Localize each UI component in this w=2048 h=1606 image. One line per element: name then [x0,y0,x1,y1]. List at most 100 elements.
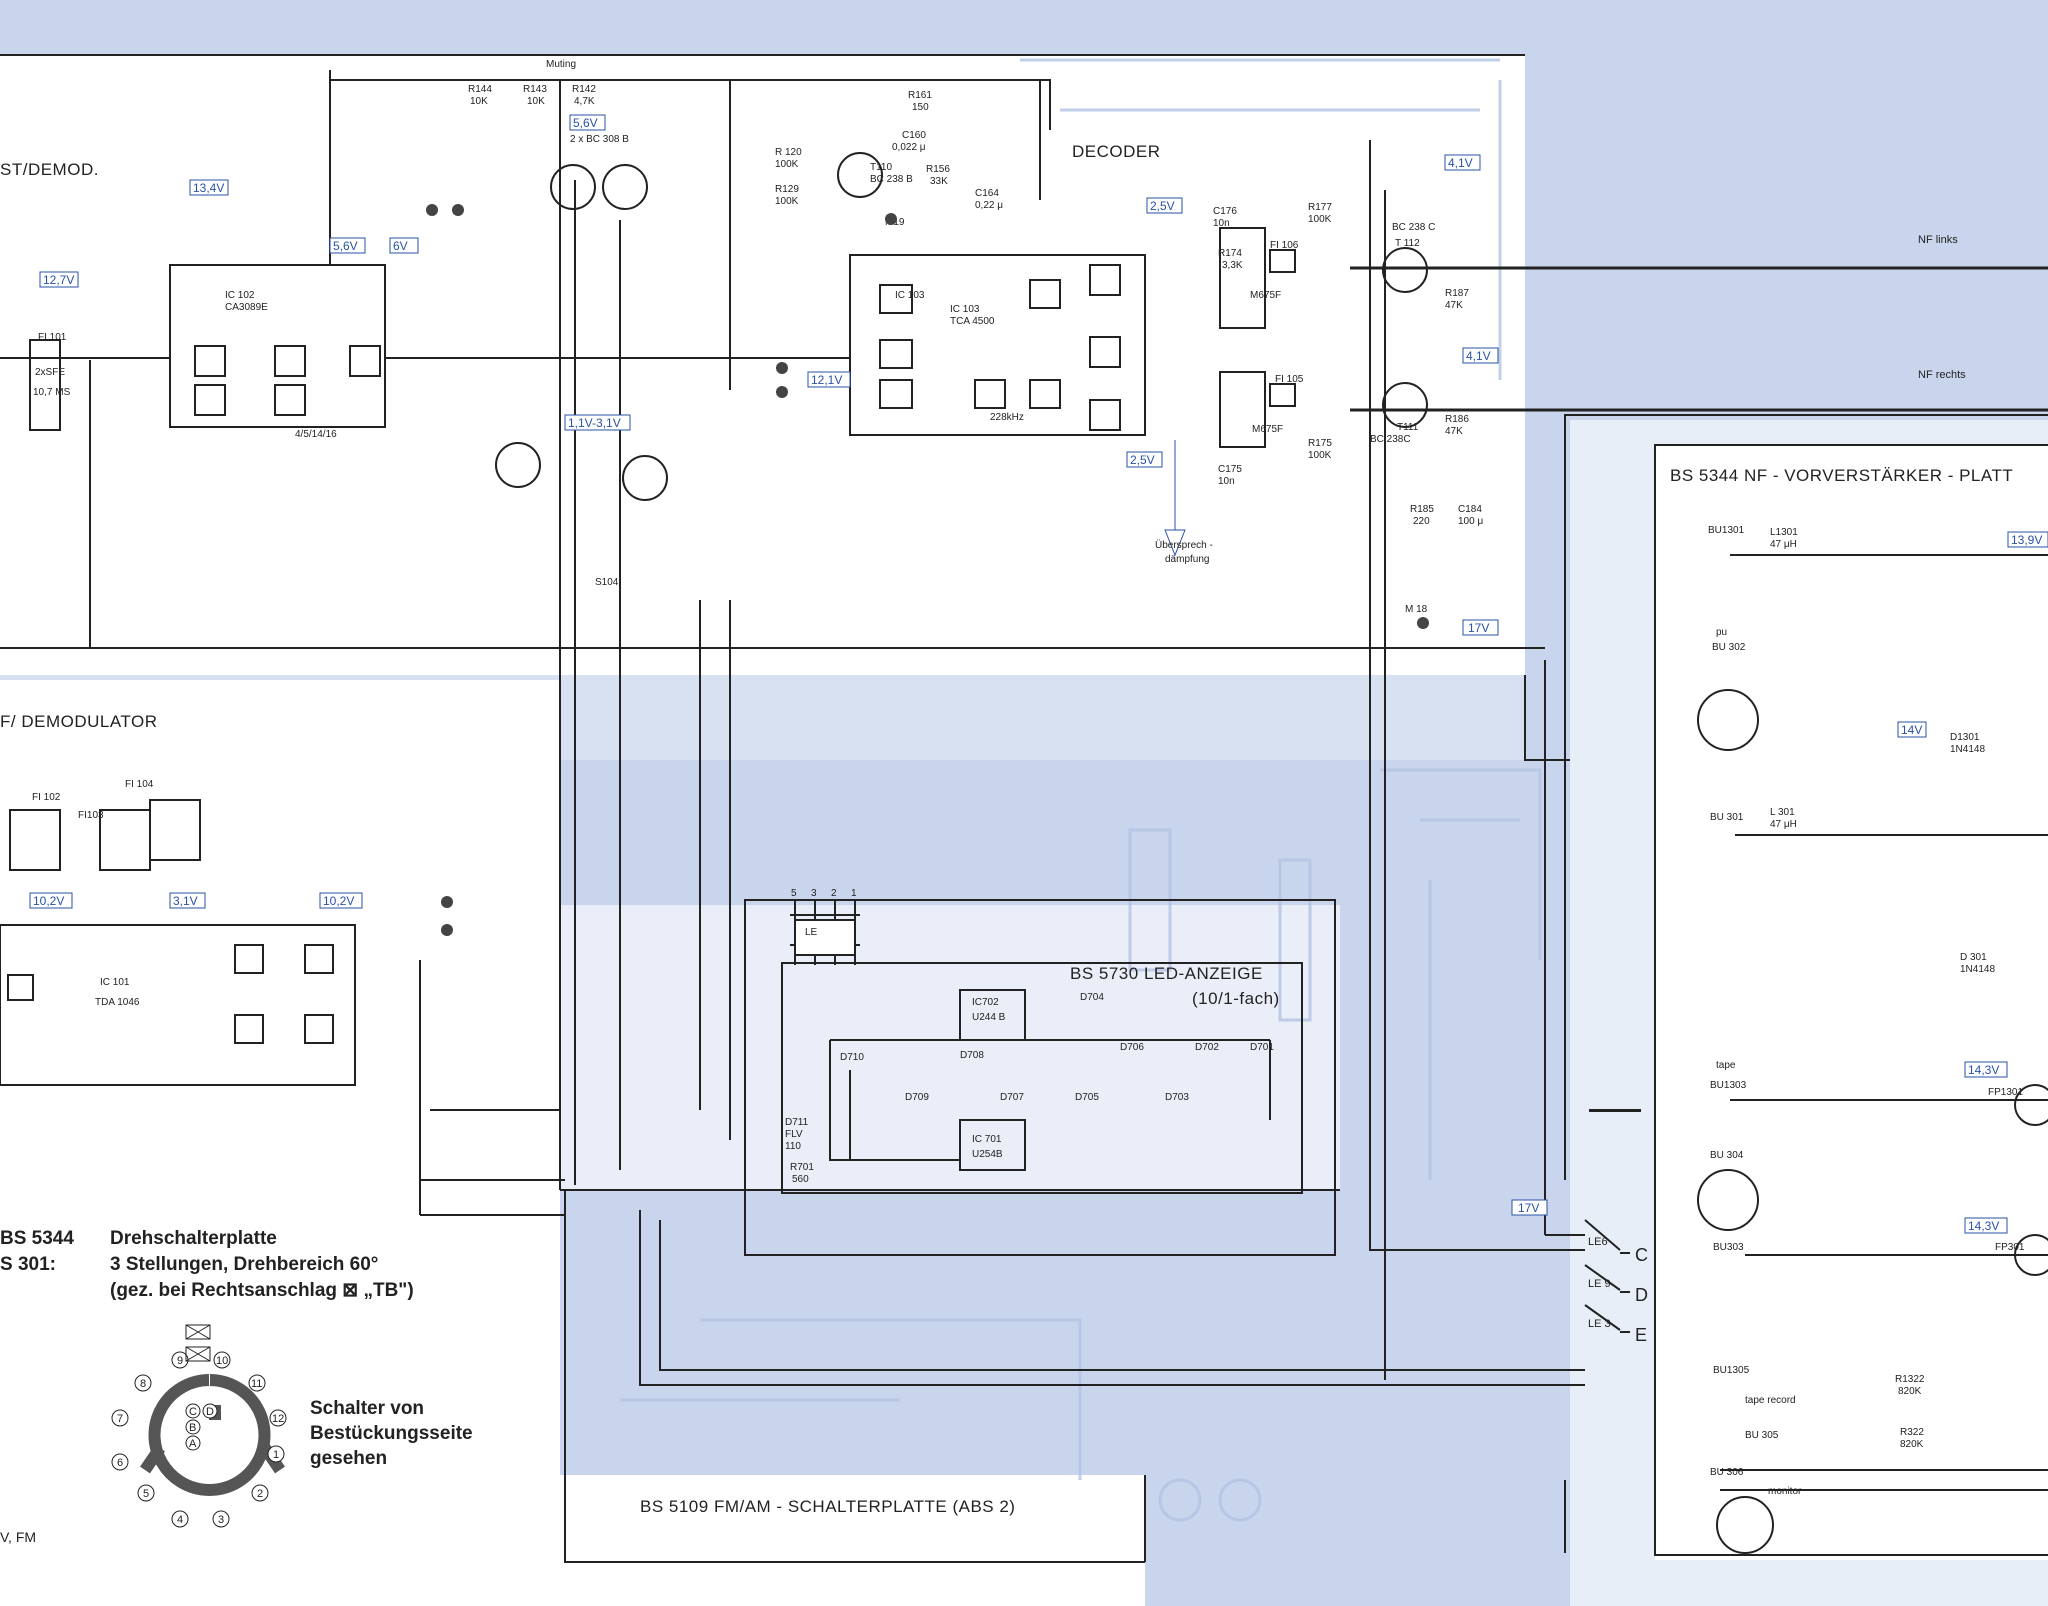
note-line-2: 3 Stellungen, Drehbereich 60° [110,1254,378,1275]
ic101-label: IC 101 [100,977,130,988]
le-pin-1: 1 [851,888,857,899]
r143-label: R143 [523,84,547,95]
dial-pos-8: 8 [140,1378,146,1390]
r120-value: 100K [775,159,799,170]
voltage-tag: 13,4V [193,181,224,195]
ic701-label: IC 701 [972,1134,1002,1145]
r322-label: R322 [1900,1427,1924,1438]
dial-pos-a: A [189,1438,197,1450]
voltage-tag: 5,6V [333,239,358,253]
voltage-tag: 13,9V [2011,533,2042,547]
m18-label: M 18 [1405,604,1428,615]
l301-label: L 301 [1770,807,1795,818]
t112-type: BC 238 C [1392,222,1435,233]
t111-type: BC 238C [1370,434,1411,445]
led-d706: D704 [1080,992,1104,1003]
dial-pos-2: 2 [257,1488,263,1500]
r177-label: R177 [1308,202,1332,213]
ic701-type: U254B [972,1149,1003,1160]
c164-value: 0,22 μ [975,200,1003,211]
t110-label: T110 [870,162,892,173]
t110-type: BC 238 B [870,174,913,185]
bu301-label: BU 301 [1710,812,1744,823]
component-labels: R144 10K R143 10K R142 4,7K Muting 2 x B… [32,59,2025,1497]
section-nf-vorverstaerker: BS 5344 NF - VORVERSTÄRKER - PLATT [1670,466,2013,485]
le3-label: LE 3 [1588,1318,1611,1330]
voltage-tag: 14,3V [1968,1219,1999,1233]
voltage-tag: 2,5V [1130,453,1155,467]
dial-pos-3: 3 [218,1514,224,1526]
dial-pos-11: 11 [251,1378,262,1390]
c160-value: 0,022 μ [892,142,926,153]
r144-label: R144 [468,84,492,95]
fi101-freq: 10,7 MS [33,387,71,398]
r185-value: 220 [1413,516,1430,527]
dial-pos-10: 10 [216,1355,228,1367]
switch-dial: 1 2 3 4 5 6 7 8 9 10 11 12 A B C D [111,1346,287,1528]
tape-record-label: tape record [1745,1395,1796,1406]
bu303-label: BU303 [1713,1242,1744,1253]
r185-label: R185 [1410,504,1434,515]
voltage-tag: 14,3V [1968,1063,1999,1077]
dial-pos-12: 12 [272,1413,284,1425]
r186-value: 47K [1445,426,1463,437]
dial-pos-b: B [189,1422,196,1434]
l301-value: 47 μH [1770,819,1797,830]
notes-sheet [0,1190,560,1606]
le6-label: LE6 [1588,1236,1608,1248]
l1301-label: L1301 [1770,527,1798,538]
voltage-tag: 5,6V [573,116,598,130]
c184-label: C184 [1458,504,1482,515]
ic702-type: U244 B [972,1012,1006,1023]
note-line-3: (gez. bei Rechtsanschlag ⊠ „TB") [110,1280,414,1301]
led-d707: D707 [1000,1092,1024,1103]
schalter-note-1: Schalter von [310,1398,424,1419]
le-label: LE [805,927,818,938]
r142-value: 4,7K [574,96,595,107]
bu306-label: BU 306 [1710,1467,1744,1478]
led-d701: D701 [1250,1042,1274,1053]
r161-label: R161 [908,90,932,101]
uebersprech-label-2: dämpfung [1165,554,1209,565]
voltage-tag: 14V [1901,723,1922,737]
muting-label: Muting [546,59,576,70]
led-d705: D705 [1075,1092,1099,1103]
output-c: C [1635,1245,1648,1265]
d1301-label: D1301 [1950,732,1980,743]
d1301-type: 1N4148 [1950,744,1985,755]
r177-value: 100K [1308,214,1332,225]
section-decoder: DECODER [1072,142,1161,161]
voltage-tag: 12,7V [43,273,74,287]
fi101-type: 2xSFE [35,367,65,378]
voltage-tag: 6V [393,239,408,253]
note-code-2: S 301: [0,1254,56,1275]
r322-value: 820K [1900,1439,1924,1450]
bu1301-label: BU1301 [1708,525,1745,536]
t112-id: T 112 [1395,238,1420,249]
section-schalterplatte: BS 5109 FM/AM - SCHALTERPLATTE (ABS 2) [640,1497,1015,1516]
led-d708: D708 [960,1050,984,1061]
led-d710: D710 [840,1052,864,1063]
m675f-label: M675F [1250,290,1281,301]
schalter-note-3: gesehen [310,1448,387,1469]
dial-pos-7: 7 [117,1413,123,1425]
r186-label: R186 [1445,414,1469,425]
led-flv: FLV [785,1129,803,1140]
voltage-tag: 4,1V [1466,349,1491,363]
voltage-tag: 17V [1518,1201,1539,1215]
fi105-label: FI 105 [1275,374,1304,385]
r701-label: R701 [790,1162,814,1173]
dial-pos-6: 6 [117,1457,123,1469]
nf-rechts-label: NF rechts [1918,369,1966,381]
upper-left-sheet [0,55,1525,675]
r1322-label: R1322 [1895,1374,1925,1385]
output-d: D [1635,1285,1648,1305]
r174-label: R174 [1218,248,1242,259]
r156-value: 33K [930,176,948,187]
tb-mark-cross [185,1324,211,1340]
fi106-label: FI 106 [1270,240,1299,251]
section-led-anzeige-sub: (10/1-fach) [1192,989,1280,1008]
section-st-demod: ST/DEMOD. [0,160,99,179]
r701-value: 560 [792,1174,809,1185]
